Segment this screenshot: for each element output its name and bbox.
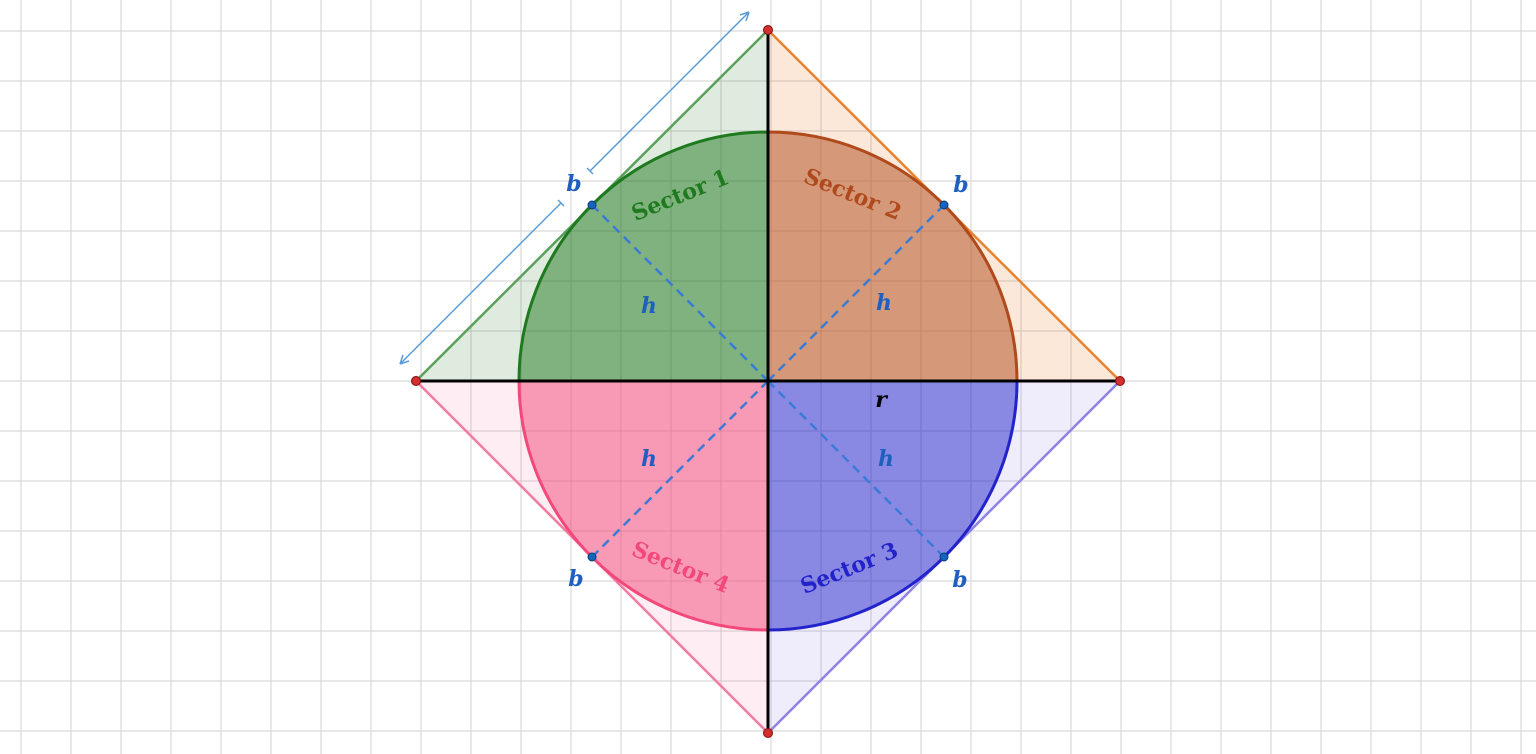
- height-line-3: [767, 380, 945, 558]
- label-b-2: b: [953, 172, 968, 198]
- tangent-point-3: [939, 552, 949, 562]
- vertex-top: [763, 25, 773, 35]
- dimension-arrows-b: [399, 11, 750, 365]
- height-line-2: [767, 204, 945, 382]
- vertex-bottom: [763, 728, 773, 738]
- tangent-point-1: [587, 200, 597, 210]
- label-h-3: h: [878, 446, 894, 472]
- label-b-3: b: [952, 567, 967, 593]
- label-h-1: h: [641, 293, 657, 319]
- vertex-left: [411, 376, 421, 386]
- tangent-point-2: [939, 200, 949, 210]
- label-h-4: h: [641, 446, 657, 472]
- label-h-2: h: [876, 290, 892, 316]
- label-r: r: [875, 387, 888, 413]
- height-line-1: [591, 204, 769, 382]
- label-b-4: b: [568, 566, 583, 592]
- tangent-point-4: [587, 552, 597, 562]
- label-b-1: b: [566, 171, 581, 197]
- height-line-4: [591, 380, 769, 558]
- vertex-right: [1115, 376, 1125, 386]
